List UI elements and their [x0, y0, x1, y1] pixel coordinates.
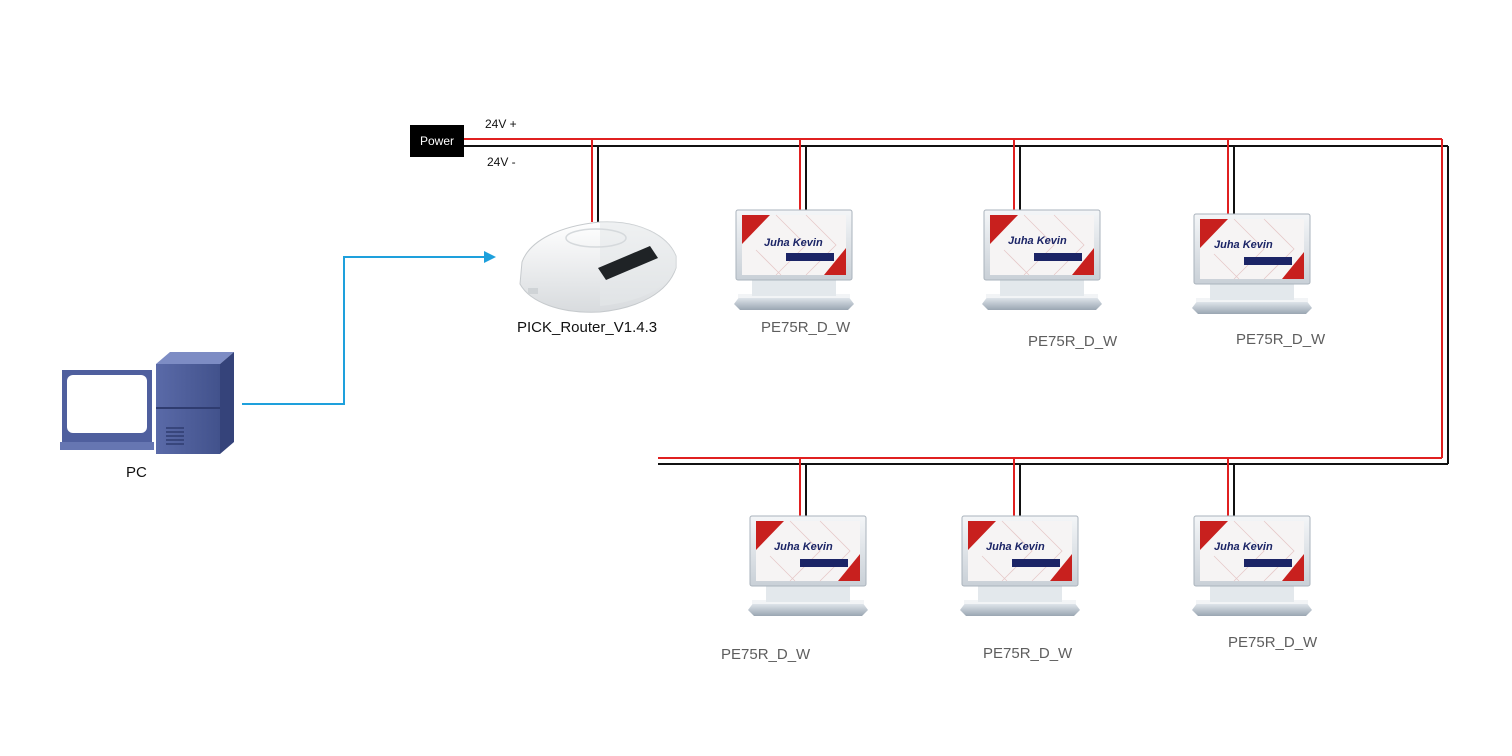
pc-label: PC: [126, 464, 147, 481]
router-icon: [519, 221, 677, 313]
tag-name-text: Juha Kevin: [1008, 235, 1067, 247]
negative-voltage-label: 24V -: [487, 155, 516, 169]
e-paper-tag-icon: Juha Kevin: [747, 515, 869, 617]
device-label: PE75R_D_W: [721, 646, 811, 663]
router-label: PICK_Router_V1.4.3: [517, 319, 658, 336]
device-label: PE75R_D_W: [1028, 333, 1118, 350]
power-label: Power: [419, 134, 454, 148]
e-paper-tag-icon: Juha Kevin: [981, 209, 1103, 311]
device-label: PE75R_D_W: [1236, 331, 1326, 348]
data-link-arrow: [242, 251, 496, 405]
computer-icon: [60, 352, 234, 454]
power-source-box: Power: [410, 125, 464, 157]
tag-name-text: Juha Kevin: [1214, 239, 1273, 251]
e-paper-tag-icon: Juha Kevin: [959, 515, 1081, 617]
e-paper-tag-icon: Juha Kevin: [1191, 515, 1313, 617]
device-label: PE75R_D_W: [1228, 634, 1318, 651]
tag-name-text: Juha Kevin: [1214, 541, 1273, 553]
tag-name-text: Juha Kevin: [764, 237, 823, 249]
device-label: PE75R_D_W: [983, 645, 1073, 662]
e-paper-tag-icon: Juha Kevin: [1191, 213, 1313, 315]
power-bus: [464, 138, 1449, 518]
tag-name-text: Juha Kevin: [986, 541, 1045, 553]
device-label: PE75R_D_W: [761, 319, 851, 336]
e-paper-tag-icon: Juha Kevin: [733, 209, 855, 311]
tag-name-text: Juha Kevin: [774, 541, 833, 553]
positive-voltage-label: 24V +: [485, 117, 517, 131]
